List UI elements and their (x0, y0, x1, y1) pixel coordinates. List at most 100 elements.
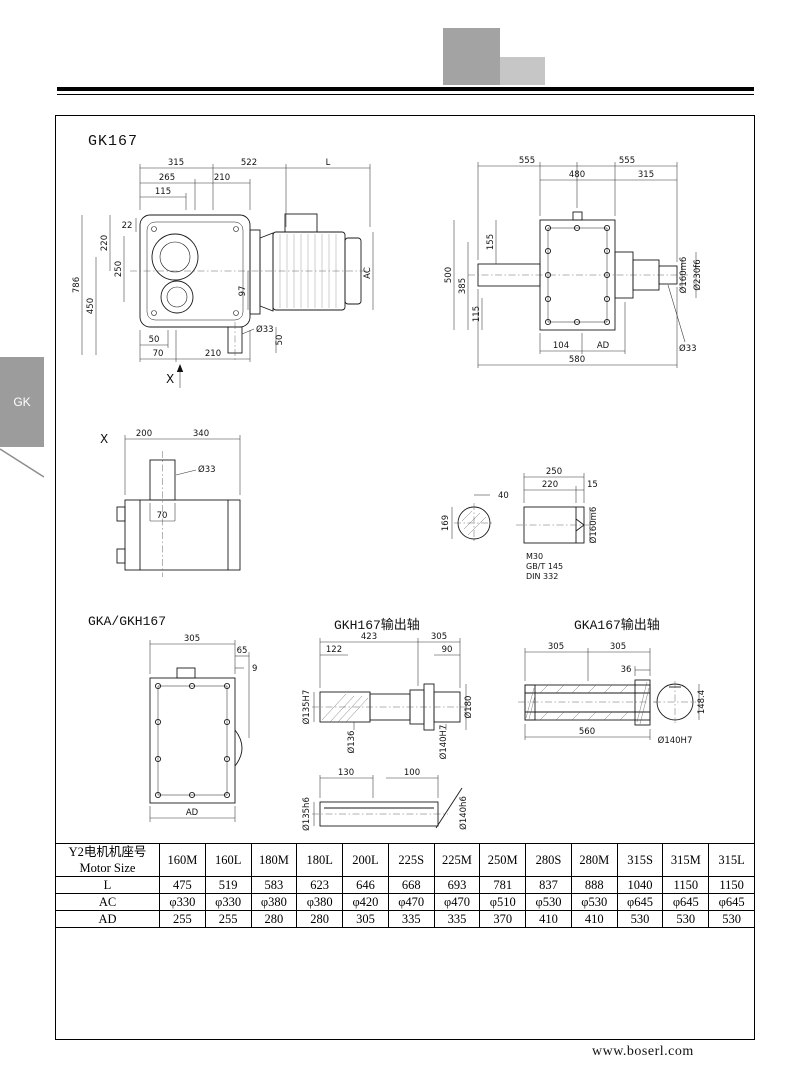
dim-label: 305 (431, 632, 447, 642)
header-graphic-block (443, 28, 500, 85)
standard-note: DIN 332 (526, 572, 558, 581)
dim-label: 70 (153, 349, 164, 359)
table-cell: 888 (570, 876, 618, 894)
table-header-motor-size: Y2电机机座号 Motor Size (55, 843, 160, 877)
gka167-output-shaft-drawing: 305 305 36 560 148.4 Ø140H7 (518, 642, 707, 746)
dim-label: AD (597, 341, 610, 351)
dim-label: 305 (610, 642, 626, 652)
header-cn: Y2电机机座号 (68, 845, 147, 859)
dim-label: Ø33 (198, 464, 216, 475)
table-cell: 410 (525, 910, 572, 928)
dim-label: Ø160m6 (678, 257, 689, 294)
drawing-geometry (477, 211, 678, 331)
table-cell: 255 (204, 910, 252, 928)
table-cell: φ530 (525, 893, 572, 911)
dimension-lines (524, 648, 700, 740)
row-label: AD (55, 910, 160, 928)
column-header: 160M (159, 843, 206, 877)
table-cell: φ645 (616, 893, 664, 911)
dimension-labels: 200 340 Ø33 70 (136, 429, 216, 521)
table-cell: 781 (479, 876, 527, 894)
table-row-AD: AD 255 255 280 280 305 335 335 370 410 4… (55, 910, 755, 928)
drawing-geometry (149, 667, 243, 804)
column-header: 250M (479, 843, 527, 877)
dim-label: 555 (519, 156, 535, 166)
gkh167-output-shaft-drawing: 423 305 122 90 Ø135H7 Ø136 Ø140H7 Ø180 1… (301, 632, 474, 831)
table-cell: φ420 (342, 893, 389, 911)
dim-label: Ø135H7 (301, 690, 312, 725)
table-cell: 530 (616, 910, 664, 928)
dim-label: 305 (184, 634, 200, 644)
table-cell: 693 (433, 876, 481, 894)
table-cell: 623 (296, 876, 344, 894)
table-cell: φ530 (570, 893, 618, 911)
dim-label: 423 (361, 632, 377, 642)
table-cell: 646 (342, 876, 389, 894)
dim-label: Ø33 (679, 343, 697, 354)
table-cell: 1150 (708, 876, 755, 894)
column-header: 225M (433, 843, 481, 877)
section-title-gkh167-output-shaft: GKH167输出轴 (334, 618, 420, 633)
dimension-lines (124, 435, 241, 522)
column-header: 180M (250, 843, 298, 877)
table-cell: φ470 (433, 893, 481, 911)
table-cell: 530 (708, 910, 755, 928)
dim-label: AC (363, 267, 373, 279)
table-cell: 837 (525, 876, 572, 894)
header-en: Motor Size (79, 861, 136, 875)
dim-label: Ø33 (256, 324, 274, 335)
dim-label: Ø140H7 (658, 735, 693, 746)
table-cell: 1150 (662, 876, 710, 894)
table-cell: φ645 (708, 893, 755, 911)
dim-label: 36 (621, 665, 632, 675)
dim-label: 97 (238, 286, 248, 297)
section-title-gka-gkh167: GKA/GKH167 (88, 614, 167, 629)
column-header: 225S (387, 843, 435, 877)
section-title-gka167-output-shaft: GKA167输出轴 (574, 618, 660, 633)
table-header-row: Y2电机机座号 Motor Size 160M 160L 180M 180L 2… (55, 843, 755, 877)
table-cell: φ380 (296, 893, 344, 911)
column-header: 180L (296, 843, 344, 877)
table-cell: φ380 (250, 893, 298, 911)
dim-label: 560 (579, 727, 595, 737)
side-index-tab-gk: GK (0, 357, 44, 447)
centerlines (518, 681, 696, 723)
dim-label: 315 (168, 158, 184, 168)
dim-label: 50 (275, 335, 285, 346)
table-cell: 519 (204, 876, 252, 894)
view-direction-marker: X (166, 372, 174, 386)
dimension-labels: 305 305 36 560 148.4 Ø140H7 (548, 642, 707, 746)
table-cell: 335 (387, 910, 435, 928)
table-row-AC: AC φ330 φ330 φ380 φ380 φ420 φ470 φ470 φ5… (55, 893, 755, 911)
motor-size-table: Y2电机机座号 Motor Size 160M 160L 180M 180L 2… (55, 843, 755, 928)
dim-label: 580 (569, 355, 585, 365)
footer-website-url: www.boserl.com (592, 1044, 694, 1059)
content-frame (55, 115, 755, 1040)
dim-label: 220 (542, 480, 558, 490)
dim-label: 786 (72, 277, 82, 293)
table-cell: 530 (662, 910, 710, 928)
dim-label: 155 (486, 234, 496, 250)
shaft-end-detail-drawing: 40 169 250 220 15 M30 GB/T 145 DIN 332 Ø… (441, 467, 599, 581)
dim-label: 70 (157, 511, 168, 521)
table-cell: 583 (250, 876, 298, 894)
header-graphic-block (500, 57, 545, 85)
drawing-geometry (524, 679, 694, 726)
dim-label: 555 (619, 156, 635, 166)
section-hatch (321, 693, 369, 723)
dim-label: 115 (155, 187, 171, 197)
table-cell: 410 (570, 910, 618, 928)
table-cell: 335 (433, 910, 481, 928)
dim-label: 90 (442, 645, 453, 655)
dim-label: 210 (214, 173, 230, 183)
dim-label: 22 (122, 221, 133, 231)
dim-label: 522 (241, 158, 257, 168)
table-cell: 370 (479, 910, 527, 928)
table-row-L: L 475 519 583 623 646 668 693 781 837 88… (55, 876, 755, 894)
dim-label: 250 (114, 261, 124, 277)
page-title: GK167 (88, 133, 139, 150)
section-hatch (525, 681, 650, 725)
dim-label: 315 (638, 170, 654, 180)
column-header: 315L (708, 843, 755, 877)
dim-label: 130 (338, 768, 354, 778)
